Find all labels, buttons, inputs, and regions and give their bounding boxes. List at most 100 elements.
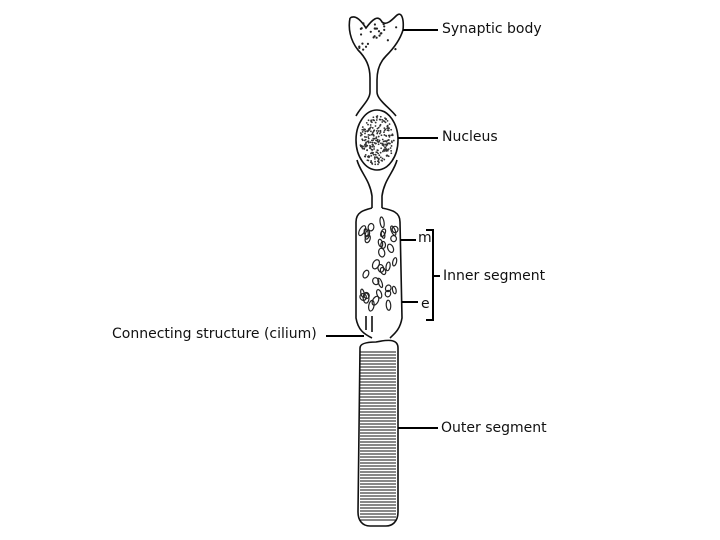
chromatin-dot	[382, 145, 385, 147]
vesicle-dot	[361, 42, 364, 45]
chromatin-dot	[371, 163, 374, 165]
chromatin-dot	[366, 144, 369, 147]
nucleus-outline	[355, 109, 399, 171]
chromatin-dot	[383, 131, 385, 134]
chromatin-dot	[374, 153, 377, 156]
mitochondrion	[384, 284, 392, 293]
chromatin-dot	[372, 151, 375, 154]
vesicle-dot	[362, 48, 365, 51]
label-e: e	[421, 296, 430, 312]
mitochondrion	[375, 289, 383, 299]
chromatin-dot	[388, 142, 391, 145]
chromatin-dot	[374, 125, 377, 127]
chromatin-dot	[387, 148, 390, 151]
mitochondria-organelles	[358, 216, 399, 312]
chromatin-dot	[372, 119, 375, 121]
vesicle-dot	[378, 34, 381, 37]
vesicle-dot	[383, 25, 386, 28]
chromatin-dot	[375, 139, 377, 142]
mitochondrion	[391, 285, 397, 295]
chromatin-dot	[370, 154, 373, 157]
chromatin-dot	[367, 123, 369, 126]
chromatin-dot	[369, 141, 372, 144]
vesicle-dot	[362, 22, 365, 25]
vesicle-dot	[377, 30, 381, 33]
chromatin-dot	[376, 151, 379, 154]
chromatin-dot	[361, 128, 364, 131]
vesicle-dot	[366, 42, 370, 45]
mitochondrion	[364, 229, 371, 240]
chromatin-dot	[382, 149, 385, 152]
chromatin-dot	[383, 127, 386, 129]
mitochondrion	[359, 292, 367, 301]
label-m: m	[418, 230, 432, 246]
chromatin-dot	[359, 132, 362, 134]
chromatin-dot	[364, 145, 367, 148]
chromatin-dot	[387, 155, 390, 158]
chromatin-dot	[388, 123, 391, 126]
chromatin-dot	[388, 135, 391, 138]
chromatin-dot	[383, 129, 386, 132]
chromatin-dot	[384, 143, 386, 146]
axon-upper	[355, 91, 397, 117]
chromatin-dot	[369, 144, 371, 147]
vesicle-dot	[383, 28, 386, 31]
chromatin-dot	[362, 129, 365, 132]
chromatin-dot	[379, 142, 382, 145]
chromatin-dot	[378, 154, 381, 157]
chromatin-dot	[390, 152, 393, 155]
chromatin-dot	[377, 160, 379, 163]
chromatin-dot	[367, 141, 370, 144]
chromatin-dot	[381, 159, 384, 162]
chromatin-dot	[371, 145, 374, 148]
chromatin-dot	[370, 119, 372, 122]
chromatin-dot	[379, 131, 382, 133]
chromatin-dot	[391, 134, 394, 137]
mitochondrion	[384, 289, 392, 298]
vesicle-dot	[380, 32, 383, 35]
chromatin-dot	[366, 149, 369, 151]
chromatin-dot	[372, 153, 375, 156]
chromatin-dot	[373, 157, 376, 160]
mitochondrion	[379, 228, 387, 238]
chromatin-dot	[378, 118, 381, 121]
chromatin-dot	[384, 147, 387, 149]
mitochondrion	[368, 299, 375, 312]
chromatin-dot	[385, 154, 388, 157]
mitochondrion	[379, 266, 387, 276]
chromatin-dot	[364, 130, 367, 133]
chromatin-dot	[372, 137, 375, 140]
chromatin-dot	[372, 134, 375, 137]
chromatin-dot	[367, 119, 370, 122]
mitochondrion	[386, 243, 395, 254]
chromatin-dot	[377, 152, 380, 155]
chromatin-dot	[375, 119, 378, 121]
chromatin-dot	[360, 144, 363, 147]
outer-segment-shape	[357, 339, 399, 527]
chromatin-dot	[379, 115, 382, 118]
mitochondrion	[385, 299, 392, 311]
vesicle-dot	[382, 23, 385, 26]
chromatin-dot	[377, 135, 380, 138]
vesicle-dot	[373, 23, 377, 26]
chromatin-dot	[385, 143, 388, 146]
vesicle-dot	[360, 27, 363, 30]
mitochondrion	[367, 222, 375, 232]
label-synaptic-body: Synaptic body	[442, 21, 542, 37]
chromatin-dot	[381, 138, 384, 141]
chromatin-dot	[376, 149, 379, 152]
nucleus-chromatin	[359, 115, 395, 166]
chromatin-dot	[377, 163, 379, 166]
mitochondrion	[391, 225, 399, 234]
chromatin-dot	[377, 130, 380, 132]
vesicle-dot	[358, 46, 361, 50]
chromatin-dot	[377, 141, 380, 144]
chromatin-dot	[364, 155, 367, 158]
label-inner-segment: Inner segment	[443, 268, 546, 284]
chromatin-dot	[370, 159, 373, 162]
chromatin-dot	[373, 129, 376, 132]
chromatin-dot	[363, 148, 366, 150]
mitochondrion	[385, 261, 391, 272]
chromatin-dot	[376, 156, 379, 159]
